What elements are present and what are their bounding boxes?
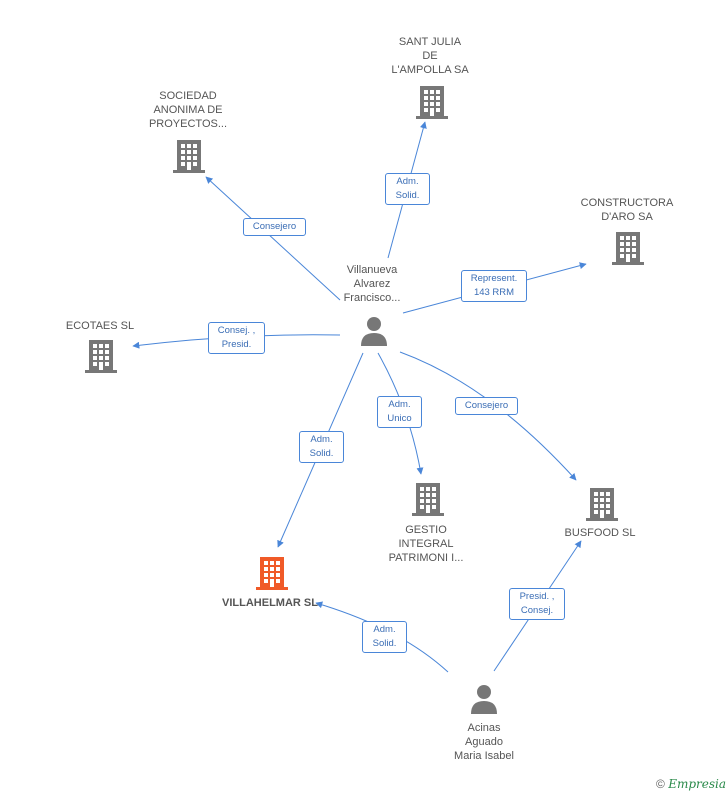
building-highlight-icon[interactable] — [256, 555, 288, 591]
edge-label-consejero: Consejero — [455, 397, 518, 415]
person-icon[interactable] — [359, 316, 389, 346]
edge-label-adm-unico: Adm. Unico — [377, 396, 422, 428]
edge-label-adm-solid: Adm. Solid. — [362, 621, 407, 653]
copyright-icon: © — [656, 777, 665, 791]
building-icon[interactable] — [612, 230, 644, 266]
building-icon[interactable] — [173, 138, 205, 174]
footer-brand: © Empresia — [656, 777, 726, 791]
brand-logo: Empresia — [668, 777, 726, 791]
edge-label-consej-presid: Consej. , Presid. — [208, 322, 265, 354]
company-label-sant-julia[interactable]: SANT JULIA DE L'AMPOLLA SA — [391, 36, 469, 76]
company-label-sociedad-anonima[interactable]: SOCIEDAD ANONIMA DE PROYECTOS... — [148, 90, 228, 130]
person-icon[interactable] — [469, 684, 499, 714]
edge-label-adm-solid: Adm. Solid. — [299, 431, 344, 463]
edge-label-presid-consej: Presid. , Consej. — [509, 588, 565, 620]
building-icon[interactable] — [85, 338, 117, 374]
building-icon[interactable] — [586, 486, 618, 522]
company-label-constructora[interactable]: CONSTRUCTORA D'ARO SA — [580, 197, 674, 223]
edge-line — [399, 351, 577, 481]
edge-label-represent: Represent. 143 RRM — [461, 270, 527, 302]
building-icon[interactable] — [412, 481, 444, 517]
edge-label-adm-solid: Adm. Solid. — [385, 173, 430, 205]
company-label-gestio[interactable]: GESTIO INTEGRAL PATRIMONI I... — [388, 524, 464, 564]
edge-label-consejero: Consejero — [243, 218, 306, 236]
edge-line — [205, 176, 341, 301]
person-label-villanueva[interactable]: Villanueva Alvarez Francisco... — [343, 264, 401, 304]
building-icon[interactable] — [416, 84, 448, 120]
company-label-busfood[interactable]: BUSFOOD SL — [564, 527, 636, 539]
person-label-acinas[interactable]: Acinas Aguado Maria Isabel — [454, 722, 514, 762]
company-label-ecotaes[interactable]: ECOTAES SL — [65, 320, 135, 332]
company-label-villahelmar[interactable]: VILLAHELMAR SL — [222, 597, 318, 609]
